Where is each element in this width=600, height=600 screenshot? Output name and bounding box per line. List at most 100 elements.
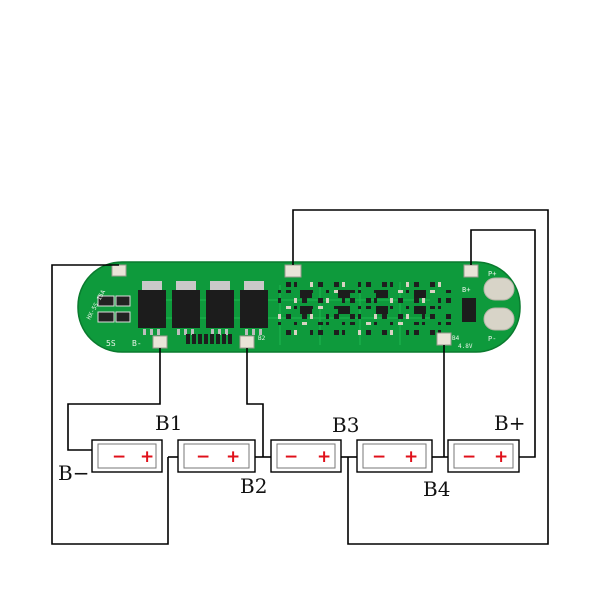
smd-component bbox=[358, 282, 361, 287]
smd-component bbox=[422, 322, 425, 325]
board-pminus-label: P- bbox=[488, 335, 496, 343]
smd-component bbox=[286, 282, 291, 287]
smd-component bbox=[406, 282, 409, 287]
label-b-plus: B+ bbox=[494, 411, 525, 435]
wire-pplus bbox=[470, 229, 536, 458]
pad-b4 bbox=[436, 332, 452, 346]
mosfet-3 bbox=[206, 290, 234, 328]
smd-component bbox=[358, 330, 361, 335]
smd-component bbox=[334, 314, 339, 319]
smd-component bbox=[278, 298, 281, 303]
cell-3-plus: + bbox=[317, 447, 331, 467]
smd-resistor bbox=[228, 334, 232, 344]
board-b4-label: B4 bbox=[452, 335, 460, 342]
smd-component bbox=[318, 298, 323, 303]
smd-component bbox=[382, 314, 387, 319]
label-b2: B2 bbox=[240, 474, 267, 498]
smd-component bbox=[422, 314, 425, 319]
smd-component bbox=[366, 306, 371, 309]
smd-component bbox=[414, 298, 419, 303]
smd-component bbox=[374, 290, 377, 293]
smd-component bbox=[286, 330, 291, 335]
smd-component bbox=[310, 330, 313, 335]
wire-b2 bbox=[246, 348, 264, 457]
smd-component bbox=[414, 330, 419, 335]
smd-component bbox=[438, 322, 441, 325]
smd-component bbox=[438, 298, 441, 303]
smd-component bbox=[286, 306, 291, 309]
smd-component bbox=[278, 314, 281, 319]
smd-component bbox=[294, 330, 297, 335]
smd-component bbox=[398, 290, 403, 293]
smd-component bbox=[382, 282, 387, 287]
smd-resistor bbox=[198, 334, 202, 344]
mosfet-4 bbox=[240, 290, 268, 328]
mosfet-2 bbox=[172, 290, 200, 328]
battery-cell-2: − + bbox=[177, 439, 256, 473]
board-b2-label: B2 bbox=[258, 335, 266, 342]
smd-component bbox=[294, 322, 297, 325]
smd-component bbox=[446, 322, 451, 325]
cell-2-plus: + bbox=[226, 447, 240, 467]
smd-component bbox=[310, 282, 313, 287]
smd-component bbox=[422, 298, 425, 303]
smd-component bbox=[350, 290, 355, 293]
smd-component bbox=[366, 330, 371, 335]
smd-component bbox=[294, 282, 297, 287]
smd-component bbox=[446, 314, 451, 319]
cell-4-plus: + bbox=[404, 447, 418, 467]
pad-bplus-top bbox=[284, 264, 302, 278]
smd-component bbox=[302, 322, 307, 325]
battery-cell-1: − + bbox=[91, 439, 163, 473]
smd-component bbox=[366, 322, 371, 325]
smd-component bbox=[326, 298, 329, 303]
smd-component bbox=[414, 282, 419, 287]
cell-5-minus: − bbox=[462, 447, 476, 467]
smd-component bbox=[430, 330, 435, 335]
smd-component bbox=[406, 314, 409, 319]
smd-component bbox=[398, 322, 403, 325]
smd-component bbox=[366, 282, 371, 287]
smd-component bbox=[430, 314, 435, 319]
board-bminus-label: B- bbox=[132, 339, 142, 348]
wire-bplus bbox=[292, 209, 549, 545]
label-b3: B3 bbox=[332, 413, 359, 437]
battery-cells: − + − + − + − + − + bbox=[91, 439, 520, 473]
bms-pcb-board: 5S B- B2 P+ B+ P- 4.8V B4 HX-5S-15A bbox=[77, 261, 521, 353]
smd-component bbox=[358, 314, 361, 319]
wiring bbox=[51, 209, 549, 545]
smd-component bbox=[318, 330, 323, 335]
sense-resistors bbox=[97, 295, 131, 323]
smd-resistor bbox=[210, 334, 214, 344]
smd-component bbox=[318, 306, 323, 309]
smd-component bbox=[406, 330, 409, 335]
smd-component bbox=[350, 314, 355, 319]
smd-component bbox=[430, 282, 435, 287]
smd-component bbox=[390, 306, 393, 309]
smd-component bbox=[350, 322, 355, 325]
smd-component bbox=[406, 290, 409, 293]
smd-component bbox=[334, 306, 339, 309]
protection-ics bbox=[300, 290, 476, 322]
smd-component bbox=[358, 290, 361, 293]
smd-resistor bbox=[216, 334, 220, 344]
label-b4: B4 bbox=[423, 477, 450, 501]
smd-component bbox=[294, 298, 297, 303]
smd-component bbox=[334, 282, 339, 287]
smd-component bbox=[310, 314, 313, 319]
cell-3-minus: − bbox=[284, 447, 298, 467]
label-b-minus: B− bbox=[58, 461, 89, 485]
smd-component bbox=[302, 298, 307, 303]
smd-component bbox=[374, 314, 377, 319]
board-voltage-label: 4.8V bbox=[458, 343, 473, 350]
cell-5-plus: + bbox=[494, 447, 508, 467]
cell-count-label: 5S bbox=[106, 339, 116, 348]
smd-component bbox=[430, 290, 435, 293]
smd-component bbox=[294, 306, 297, 309]
smd-component bbox=[326, 322, 329, 325]
mosfet-tab-4 bbox=[244, 281, 264, 290]
smd-component bbox=[374, 298, 377, 303]
board-bplus-label: B+ bbox=[462, 286, 470, 294]
smd-component bbox=[326, 290, 329, 293]
smd-component bbox=[382, 330, 387, 335]
